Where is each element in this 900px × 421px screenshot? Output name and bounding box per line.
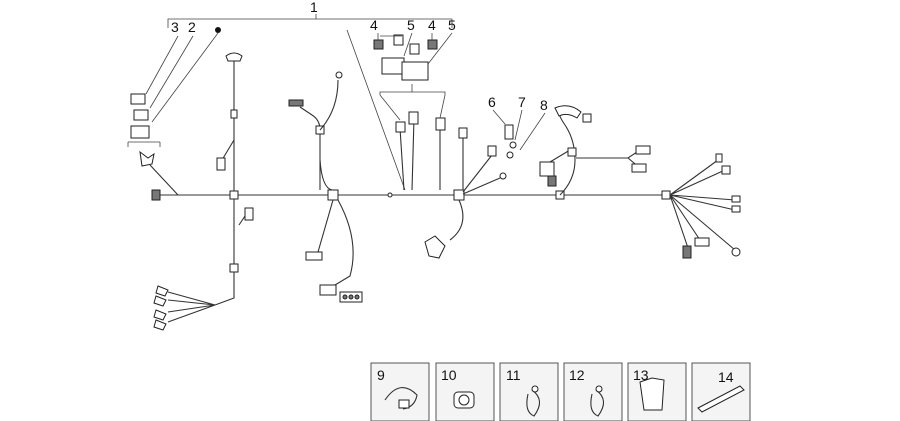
left-lower-branch <box>153 199 254 331</box>
part-box-12 <box>563 362 623 421</box>
callout-3: 3 <box>171 19 179 35</box>
trunk-end-connector <box>151 189 161 201</box>
callout-4a: 4 <box>370 17 378 33</box>
part-box-9 <box>370 362 430 421</box>
part-box-13 <box>627 362 687 421</box>
right-end-fanout <box>669 153 741 259</box>
connector-group-2-3 <box>127 93 161 167</box>
part-box-10 <box>435 362 495 421</box>
leader-lines-2-3 <box>145 27 221 123</box>
middle-branch-upper <box>288 71 343 191</box>
leader-lines-4-5 <box>377 32 453 65</box>
callout-14: 14 <box>718 369 734 385</box>
callout-13: 13 <box>633 367 649 383</box>
right-upper-cluster <box>539 105 651 196</box>
callout-11: 11 <box>506 367 521 383</box>
left-upper-branch <box>216 52 243 191</box>
callout-1: 1 <box>310 0 318 15</box>
callout-10: 10 <box>441 367 457 383</box>
callout-2: 2 <box>188 19 196 35</box>
callout-4b: 4 <box>428 17 436 33</box>
callout-7: 7 <box>518 94 526 110</box>
group-bracket-1 <box>167 14 453 28</box>
callout-5a: 5 <box>407 17 415 33</box>
callout-8: 8 <box>540 97 548 113</box>
part-box-11 <box>499 362 559 421</box>
fastener-group-6-7-8 <box>492 109 546 159</box>
bullet-marker <box>215 27 221 33</box>
relay-group-4-5 <box>373 34 438 81</box>
middle-branch-lower <box>305 199 363 303</box>
part-box-14 <box>691 362 751 421</box>
callout-9: 9 <box>377 367 385 383</box>
center-right-branch <box>424 127 507 259</box>
callout-12: 12 <box>569 367 585 383</box>
callout-6: 6 <box>488 94 496 110</box>
relay-branch <box>346 29 446 191</box>
callout-5b: 5 <box>448 17 456 33</box>
main-harness-trunk <box>149 164 665 201</box>
